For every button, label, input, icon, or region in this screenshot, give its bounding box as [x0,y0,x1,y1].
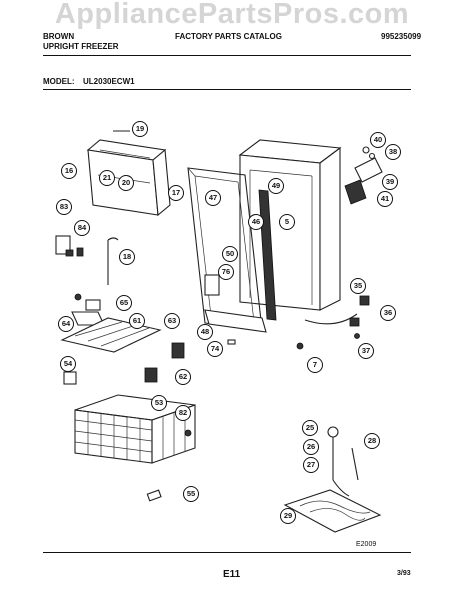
callout-5: 5 [279,214,295,230]
callout-36: 36 [380,305,396,321]
callout-61: 61 [129,313,145,329]
callout-40: 40 [370,132,386,148]
callout-16: 16 [61,163,77,179]
callout-82: 82 [175,405,191,421]
small-hardware-illustration [146,295,370,502]
header-rule-top [43,55,411,56]
callout-21: 21 [99,170,115,186]
page-number: E11 [223,569,241,580]
drain-pan-illustration [283,426,382,533]
model-number: UL2030ECW1 [83,77,135,86]
callout-84: 84 [74,220,90,236]
top-hinge-illustration [344,146,383,205]
switch-hardware-illustration [71,293,105,326]
callout-26: 26 [303,439,319,455]
callout-74: 74 [207,341,223,357]
callout-46: 46 [248,214,264,230]
callout-53: 53 [151,395,167,411]
callout-83: 83 [56,199,72,215]
control-parts-illustration [55,235,119,285]
callout-48: 48 [197,324,213,340]
callout-41: 41 [377,191,393,207]
cabinet-illustration [238,139,342,311]
callout-64: 64 [58,316,74,332]
callout-54: 54 [60,356,76,372]
callout-39: 39 [382,174,398,190]
catalog-title: FACTORY PARTS CATALOG [175,32,282,41]
callout-47: 47 [205,190,221,206]
callout-27: 27 [303,457,319,473]
callout-25: 25 [302,420,318,436]
watermark: AppliancePartsPros.com [54,0,410,30]
footer-rule [43,552,411,553]
brand-name: BROWN [43,32,75,41]
wire-basket-illustration [74,394,196,464]
callout-49: 49 [268,178,284,194]
catalog-number: 995235099 [381,32,422,41]
callout-7: 7 [307,357,323,373]
callout-37: 37 [358,343,374,359]
diagram-code: E2009 [356,541,377,548]
callout-65: 65 [116,295,132,311]
callout-17: 17 [168,185,184,201]
callout-76: 76 [218,264,234,280]
callout-55: 55 [183,486,199,502]
model-label: MODEL: [43,77,75,86]
callout-35: 35 [350,278,366,294]
revision-date: 3/93 [397,570,411,577]
callout-20: 20 [118,175,134,191]
callout-19: 19 [132,121,148,137]
callout-28: 28 [364,433,380,449]
callout-18: 18 [119,249,135,265]
shelf-support-illustration [63,342,185,385]
callout-62: 62 [175,369,191,385]
callout-38: 38 [385,144,401,160]
header-rule-bottom [43,89,411,90]
product-name: UPRIGHT FREEZER [43,42,119,51]
callout-50: 50 [222,246,238,262]
door-trim-illustration [204,309,267,333]
callout-63: 63 [164,313,180,329]
callout-29: 29 [280,508,296,524]
